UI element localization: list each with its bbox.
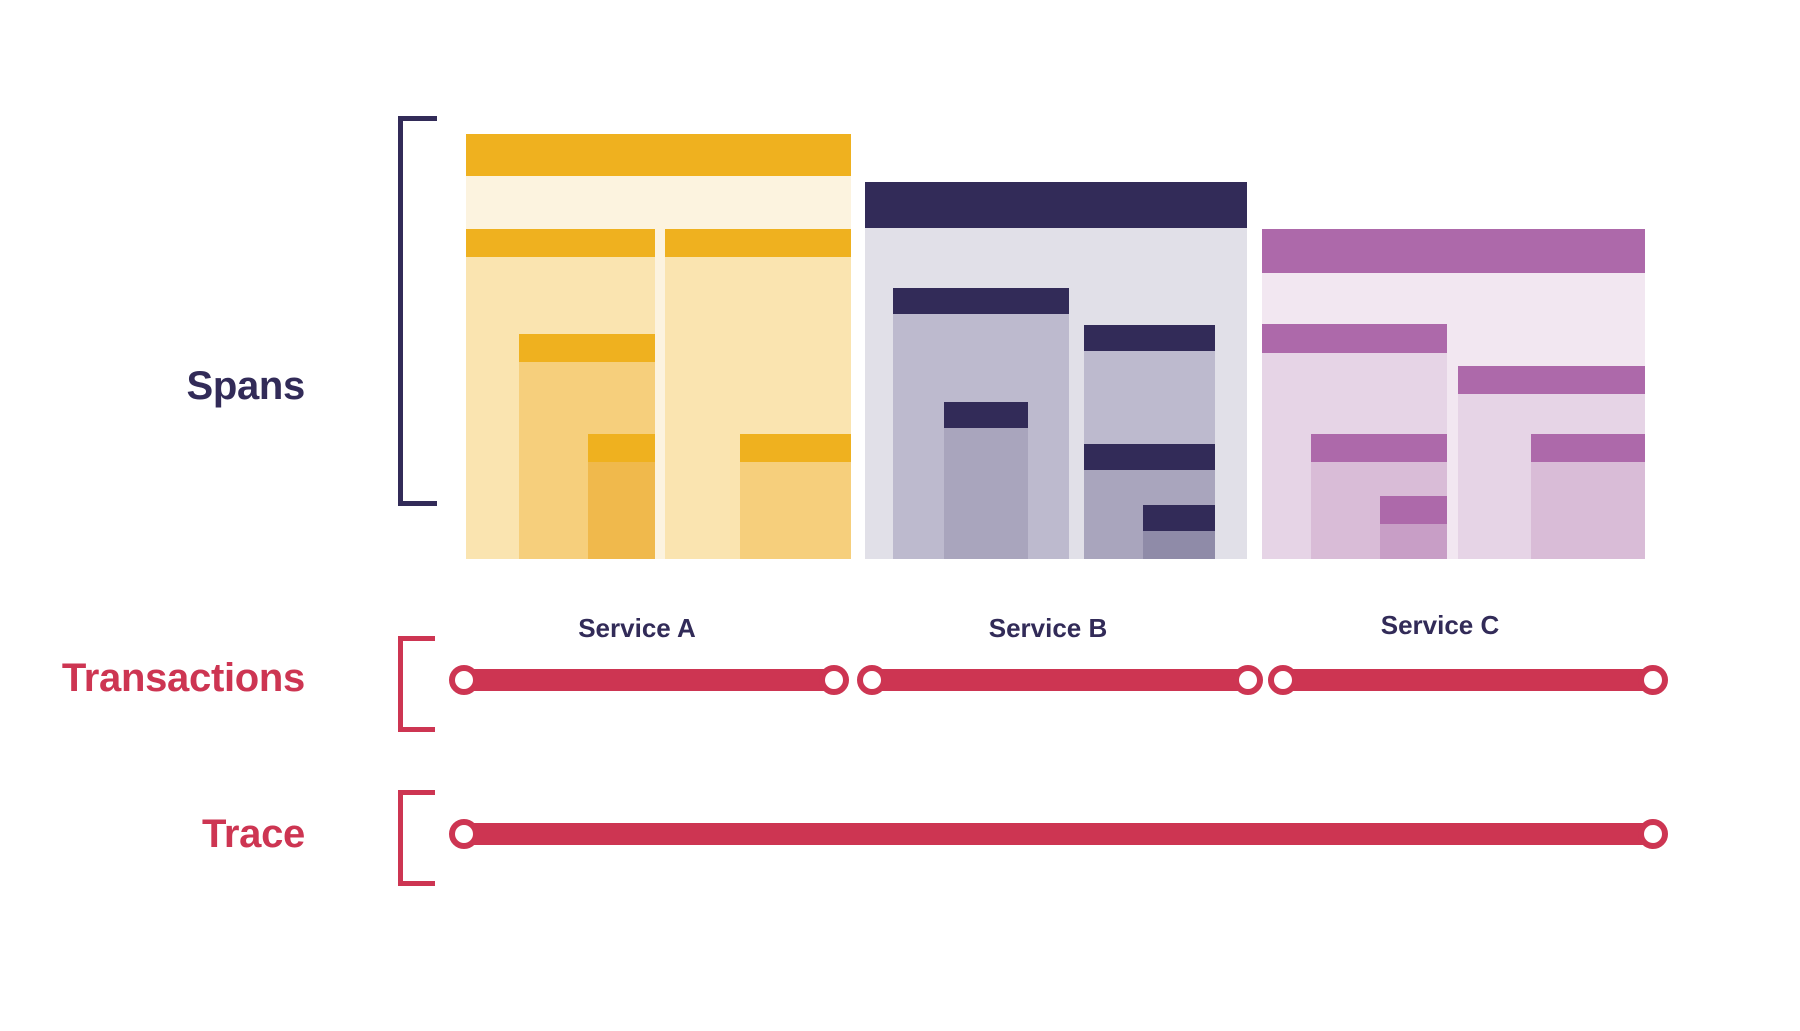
span-b-child-2-header bbox=[1084, 325, 1215, 351]
span-c-child-2-header bbox=[1458, 366, 1645, 394]
trace-line-end-node[interactable] bbox=[1638, 819, 1668, 849]
span-a-grandchild-2-header bbox=[740, 434, 851, 462]
trace-bracket bbox=[398, 790, 435, 886]
transaction-service-c-end-node[interactable] bbox=[1638, 665, 1668, 695]
transaction-service-b-end-node[interactable] bbox=[1233, 665, 1263, 695]
service-caption-service-a: Service A bbox=[578, 613, 696, 643]
span-c-grandchild-2-header bbox=[1531, 434, 1645, 462]
span-c-root-header bbox=[1262, 229, 1645, 273]
span-a-grandchild-2[interactable] bbox=[740, 434, 851, 559]
span-c-greatgrandchild-1-header bbox=[1380, 496, 1447, 524]
service-group-service-b bbox=[865, 182, 1247, 559]
span-c-greatgrandchild-1[interactable] bbox=[1380, 496, 1447, 559]
span-b-grandchild-2-header bbox=[1084, 444, 1215, 470]
transactions-timeline bbox=[0, 650, 1800, 710]
span-b-greatgrandchild-2-header bbox=[1143, 505, 1215, 531]
trace-row-label: Trace bbox=[201, 812, 305, 856]
span-b-grandchild-1[interactable] bbox=[944, 402, 1028, 559]
spans-bracket bbox=[398, 116, 437, 506]
trace-line[interactable] bbox=[464, 823, 1653, 845]
span-a-grandchild-1-header bbox=[519, 334, 655, 362]
span-a-child-2-header bbox=[665, 229, 851, 257]
transaction-service-c[interactable] bbox=[1283, 669, 1653, 691]
transaction-service-b-start-node[interactable] bbox=[857, 665, 887, 695]
span-c-child-1-header bbox=[1262, 324, 1447, 353]
service-group-service-c bbox=[1262, 229, 1645, 559]
transactions-bracket bbox=[398, 636, 435, 732]
spans-flamegraph bbox=[466, 134, 1645, 559]
transaction-service-c-start-node[interactable] bbox=[1268, 665, 1298, 695]
span-b-root-header bbox=[865, 182, 1247, 228]
transactions-row-label: Transactions bbox=[61, 656, 305, 700]
span-a-greatgrandchild-1[interactable] bbox=[588, 434, 655, 559]
service-group-service-a bbox=[466, 134, 851, 559]
transaction-service-a[interactable] bbox=[464, 669, 834, 691]
transaction-service-a-end-node[interactable] bbox=[819, 665, 849, 695]
service-caption-service-b: Service B bbox=[988, 613, 1108, 643]
span-c-grandchild-2[interactable] bbox=[1531, 434, 1645, 559]
span-c-grandchild-1-header bbox=[1311, 434, 1447, 462]
spans-row-label: Spans bbox=[186, 364, 305, 408]
transaction-service-b[interactable] bbox=[872, 669, 1248, 691]
span-b-greatgrandchild-2[interactable] bbox=[1143, 505, 1215, 559]
span-b-child-1-header bbox=[893, 288, 1069, 314]
span-a-child-1-header bbox=[466, 229, 655, 257]
trace-line-start-node[interactable] bbox=[449, 819, 479, 849]
span-a-greatgrandchild-1-header bbox=[588, 434, 655, 462]
service-caption-service-c: Service C bbox=[1380, 610, 1500, 640]
trace-timeline bbox=[0, 804, 1800, 864]
transaction-service-a-start-node[interactable] bbox=[449, 665, 479, 695]
span-b-grandchild-1-header bbox=[944, 402, 1028, 428]
span-a-root-header bbox=[466, 134, 851, 176]
